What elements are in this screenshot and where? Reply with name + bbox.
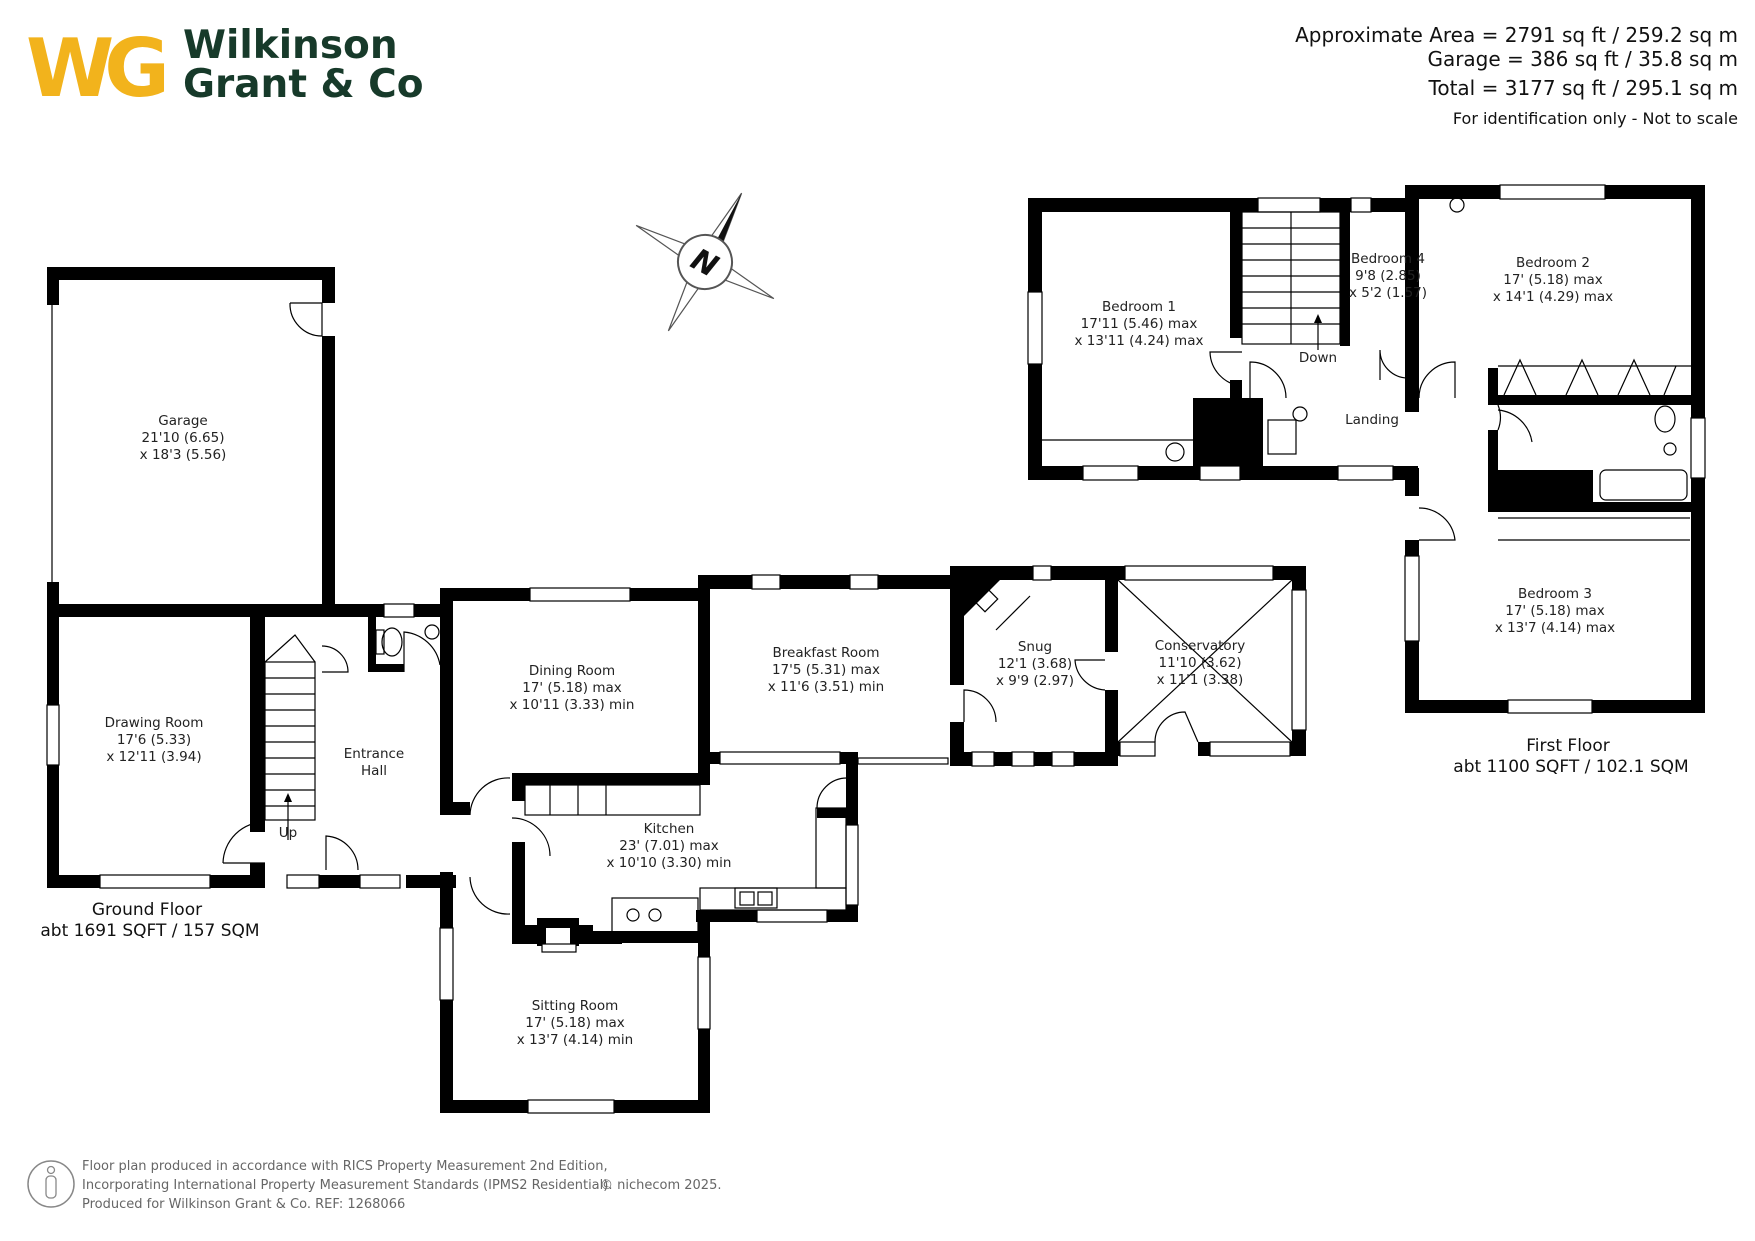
room-garage: Garage 21'10 (6.65) x 18'3 (5.56) bbox=[140, 413, 227, 463]
room-dim: 17'6 (5.33) bbox=[117, 732, 191, 748]
room-dim: x 11'6 (3.51) min bbox=[768, 679, 884, 695]
room-breakfast: Breakfast Room 17'5 (5.31) max x 11'6 (3… bbox=[768, 645, 884, 695]
room-dim: 17' (5.18) max bbox=[522, 680, 621, 696]
stairs-up-label: Up bbox=[279, 825, 297, 841]
room-name: Sitting Room bbox=[532, 998, 619, 1014]
footer: Floor plan produced in accordance with R… bbox=[27, 1159, 721, 1212]
room-name: Conservatory bbox=[1155, 638, 1246, 654]
logo-mark: WG bbox=[26, 22, 164, 115]
room-dim: 9'8 (2.85) bbox=[1355, 268, 1421, 284]
room-dim: x 13'7 (4.14) max bbox=[1495, 620, 1615, 636]
room-name: Kitchen bbox=[644, 821, 695, 837]
footer-line1: Floor plan produced in accordance with R… bbox=[82, 1159, 608, 1174]
area-summary: Approximate Area = 2791 sq ft / 259.2 sq… bbox=[1295, 23, 1738, 128]
stairs-down-label: Down bbox=[1299, 350, 1337, 366]
room-name: Garage bbox=[158, 413, 207, 429]
garage-area: Garage = 386 sq ft / 35.8 sq m bbox=[1427, 47, 1738, 71]
company-logo: WG Wilkinson Grant & Co bbox=[26, 22, 424, 115]
room-name: Bedroom 1 bbox=[1102, 299, 1176, 315]
footer-line3: Produced for Wilkinson Grant & Co. REF: … bbox=[82, 1197, 405, 1212]
floor-labels: Ground Floor abt 1691 SQFT / 157 SQM Fir… bbox=[40, 736, 1688, 941]
first-floor-area: abt 1100 SQFT / 102.1 SQM bbox=[1453, 757, 1688, 777]
disclaimer: For identification only - Not to scale bbox=[1453, 109, 1738, 128]
room-dim: x 18'3 (5.56) bbox=[140, 447, 227, 463]
first-floor-title: First Floor bbox=[1526, 736, 1609, 756]
approximate-area: Approximate Area = 2791 sq ft / 259.2 sq… bbox=[1295, 23, 1738, 47]
room-drawing: Drawing Room 17'6 (5.33) x 12'11 (3.94) bbox=[105, 715, 204, 765]
room-dim: 17' (5.18) max bbox=[1503, 272, 1602, 288]
room-bedroom4: Bedroom 4 9'8 (2.85) x 5'2 (1.57) bbox=[1349, 251, 1427, 301]
first-floor-fixtures: Down bbox=[1042, 197, 1691, 541]
room-name: Entrance bbox=[344, 746, 405, 762]
compass-rose-icon: N bbox=[635, 192, 775, 332]
room-snug: Snug 12'1 (3.68) x 9'9 (2.97) bbox=[996, 639, 1074, 689]
room-dim: x 10'10 (3.30) min bbox=[607, 855, 732, 871]
room-dim: 23' (7.01) max bbox=[619, 838, 718, 854]
ground-floor-windows bbox=[46, 565, 1307, 1114]
room-dim: x 11'1 (3.38) bbox=[1157, 672, 1244, 688]
room-dim: 11'10 (3.62) bbox=[1159, 655, 1242, 671]
logo-name-line1: Wilkinson bbox=[183, 23, 398, 68]
footer-line2: Incorporating International Property Mea… bbox=[82, 1178, 612, 1193]
ground-floor-walls bbox=[47, 267, 1306, 1113]
ground-floor-fixtures: Up bbox=[51, 280, 1293, 933]
person-icon bbox=[27, 1160, 75, 1208]
room-dim: x 10'11 (3.33) min bbox=[510, 697, 635, 713]
room-dim: 12'1 (3.68) bbox=[998, 656, 1072, 672]
room-dim: x 9'9 (2.97) bbox=[996, 673, 1074, 689]
room-dim: x 13'11 (4.24) max bbox=[1075, 333, 1204, 349]
room-bedroom2: Bedroom 2 17' (5.18) max x 14'1 (4.29) m… bbox=[1493, 255, 1613, 305]
room-name: Dining Room bbox=[529, 663, 615, 679]
room-name-line2: Hall bbox=[361, 763, 387, 779]
room-dim: 17'11 (5.46) max bbox=[1081, 316, 1198, 332]
logo-name-line2: Grant & Co bbox=[183, 62, 424, 107]
room-labels: Garage 21'10 (6.65) x 18'3 (5.56) Drawin… bbox=[105, 251, 1616, 1048]
room-dim: 17' (5.18) max bbox=[1505, 603, 1604, 619]
room-name: Bedroom 3 bbox=[1518, 586, 1592, 602]
staircase-ground bbox=[264, 634, 316, 840]
room-dim: x 13'7 (4.14) min bbox=[517, 1032, 633, 1048]
room-dim: x 5'2 (1.57) bbox=[1349, 285, 1427, 301]
first-floor-windows bbox=[1027, 184, 1706, 714]
room-name: Bedroom 2 bbox=[1516, 255, 1590, 271]
ground-floor-area: abt 1691 SQFT / 157 SQM bbox=[40, 921, 259, 941]
room-dim: 21'10 (6.65) bbox=[142, 430, 225, 446]
room-bedroom3: Bedroom 3 17' (5.18) max x 13'7 (4.14) m… bbox=[1495, 586, 1615, 636]
room-sitting: Sitting Room 17' (5.18) max x 13'7 (4.14… bbox=[517, 998, 633, 1048]
room-dim: 17' (5.18) max bbox=[525, 1015, 624, 1031]
total-area: Total = 3177 sq ft / 295.1 sq m bbox=[1428, 76, 1738, 100]
room-dim: x 14'1 (4.29) max bbox=[1493, 289, 1613, 305]
room-name: Breakfast Room bbox=[773, 645, 880, 661]
room-dim: x 12'11 (3.94) bbox=[106, 749, 201, 765]
room-dining: Dining Room 17' (5.18) max x 10'11 (3.33… bbox=[510, 663, 635, 713]
room-entrance-hall: Entrance Hall bbox=[344, 746, 405, 779]
room-name: Bedroom 4 bbox=[1351, 251, 1425, 267]
room-landing: Landing bbox=[1345, 412, 1399, 428]
room-bedroom1: Bedroom 1 17'11 (5.46) max x 13'11 (4.24… bbox=[1075, 299, 1204, 349]
room-kitchen: Kitchen 23' (7.01) max x 10'10 (3.30) mi… bbox=[607, 821, 732, 871]
room-name: Snug bbox=[1018, 639, 1052, 655]
room-name: Drawing Room bbox=[105, 715, 204, 731]
ground-floor-title: Ground Floor bbox=[92, 900, 202, 920]
staircase-first bbox=[1241, 211, 1341, 350]
footer-credit: © nichecom 2025. bbox=[600, 1178, 721, 1193]
room-dim: 17'5 (5.31) max bbox=[772, 662, 880, 678]
room-conservatory: Conservatory 11'10 (3.62) x 11'1 (3.38) bbox=[1155, 638, 1246, 688]
room-name: Landing bbox=[1345, 412, 1399, 428]
